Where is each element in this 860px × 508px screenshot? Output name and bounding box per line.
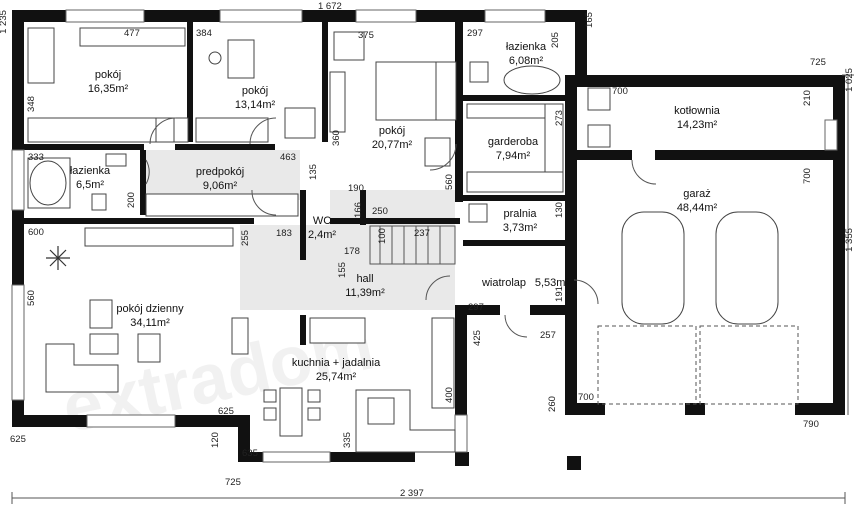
dim-725b: 725 bbox=[225, 477, 241, 488]
room-name-kuchnia: kuchnia + jadalnia bbox=[292, 357, 381, 369]
room-area-wc: 2,4m² bbox=[308, 229, 336, 241]
walls bbox=[12, 10, 845, 470]
dim-260: 260 bbox=[547, 396, 558, 412]
dim-200: 200 bbox=[126, 192, 137, 208]
room-name-pokoj-1: pokój bbox=[95, 69, 121, 81]
dim-625a: 625 bbox=[10, 434, 26, 445]
dim-190: 190 bbox=[348, 183, 364, 194]
dim-560b: 560 bbox=[26, 290, 37, 306]
dim-333: 333 bbox=[28, 152, 44, 163]
dim-273: 273 bbox=[554, 110, 565, 126]
dim-205: 205 bbox=[550, 32, 561, 48]
room-name-predpokoj: predpokój bbox=[196, 166, 244, 178]
room-area-lazienka-1: 6,08m² bbox=[509, 55, 544, 67]
room-name-lazienka-2: łazienka bbox=[70, 165, 111, 177]
room-area-hall: 11,39m² bbox=[345, 287, 385, 299]
windows bbox=[11, 9, 838, 463]
dim-100: 100 bbox=[377, 228, 388, 244]
dim-790: 790 bbox=[803, 419, 819, 430]
dim-360: 360 bbox=[331, 130, 342, 146]
room-area-pokoj-1: 16,35m² bbox=[88, 83, 129, 95]
room-name-garaz: garaż bbox=[683, 188, 711, 200]
room-labels: pokój 16,35m² pokój 13,14m² pokój 20,77m… bbox=[70, 41, 721, 383]
dim-375: 375 bbox=[358, 30, 374, 41]
dim-130: 130 bbox=[554, 202, 565, 218]
dim-bottom-total: 2 397 bbox=[400, 488, 424, 499]
room-area-kuchnia: 25,74m² bbox=[316, 371, 357, 383]
dim-120: 120 bbox=[210, 432, 221, 448]
dim-165: 165 bbox=[584, 12, 595, 28]
hall-floor bbox=[240, 225, 455, 310]
room-area-garderoba: 7,94m² bbox=[496, 150, 531, 162]
dim-700a: 700 bbox=[612, 86, 628, 97]
room-area-pokoj-2: 13,14m² bbox=[235, 99, 276, 111]
dim-155: 155 bbox=[337, 262, 348, 278]
dim-477: 477 bbox=[124, 28, 140, 39]
room-name-hall: hall bbox=[356, 273, 373, 285]
dim-135: 135 bbox=[308, 164, 319, 180]
corridor-floor bbox=[140, 150, 300, 200]
room-area-kotlownia: 14,23m² bbox=[677, 119, 718, 131]
dim-635: 635 bbox=[242, 448, 258, 459]
dim-left-top: 1 235 bbox=[0, 10, 9, 34]
room-name-wc: WC bbox=[313, 215, 331, 227]
dim-183: 183 bbox=[276, 228, 292, 239]
dim-384: 384 bbox=[196, 28, 212, 39]
dim-255: 255 bbox=[240, 230, 251, 246]
room-name-pokoj-dzienny: pokój dzienny bbox=[116, 303, 184, 315]
room-area-predpokoj: 9,06m² bbox=[203, 180, 238, 192]
dim-335: 335 bbox=[342, 432, 353, 448]
room-name-pokoj-2: pokój bbox=[242, 85, 268, 97]
room-name-kotlownia: kotłownia bbox=[674, 105, 721, 117]
dim-210: 210 bbox=[802, 90, 813, 106]
room-name-wiatrolap: wiatrolap bbox=[481, 277, 526, 289]
dim-1355: 1 355 bbox=[844, 228, 855, 252]
dim-700b: 700 bbox=[802, 168, 813, 184]
room-name-pokoj-3: pokój bbox=[379, 125, 405, 137]
room-area-lazienka-2: 6,5m² bbox=[76, 179, 104, 191]
dim-297a: 297 bbox=[467, 28, 483, 39]
dimension-lines bbox=[11, 74, 854, 504]
room-area-pralnia: 3,73m² bbox=[503, 222, 538, 234]
dimension-labels: 1 672 1 235 165 725 1 025 1 355 2 397 47… bbox=[0, 1, 855, 499]
dim-700c: 700 bbox=[578, 392, 594, 403]
dim-560a: 560 bbox=[444, 174, 455, 190]
dim-348: 348 bbox=[26, 96, 37, 112]
dim-400: 400 bbox=[444, 387, 455, 403]
dim-625b: 625 bbox=[218, 406, 234, 417]
dim-600: 600 bbox=[28, 227, 44, 238]
dim-237: 237 bbox=[414, 228, 430, 239]
furniture bbox=[27, 27, 799, 453]
room-area-pokoj-dzienny: 34,11m² bbox=[130, 317, 170, 329]
room-name-pralnia: pralnia bbox=[503, 208, 537, 220]
room-area-pokoj-3: 20,77m² bbox=[372, 139, 413, 151]
dim-1025: 1 025 bbox=[844, 68, 855, 92]
room-area-wiatrolap: 5,53m² bbox=[535, 277, 570, 289]
dim-178: 178 bbox=[344, 246, 360, 257]
dim-297b: 297 bbox=[468, 302, 484, 313]
dim-425: 425 bbox=[472, 330, 483, 346]
dim-top-total: 1 672 bbox=[318, 1, 342, 12]
dim-463: 463 bbox=[280, 152, 296, 163]
dim-257: 257 bbox=[540, 330, 556, 341]
dim-250: 250 bbox=[372, 206, 388, 217]
dim-166: 166 bbox=[353, 202, 364, 218]
dim-191: 191 bbox=[554, 286, 565, 302]
room-name-garderoba: garderoba bbox=[488, 136, 539, 148]
room-area-garaz: 48,44m² bbox=[677, 202, 718, 214]
door-swings bbox=[145, 117, 657, 338]
dim-725: 725 bbox=[810, 57, 826, 68]
room-name-lazienka-1: łazienka bbox=[506, 41, 547, 53]
